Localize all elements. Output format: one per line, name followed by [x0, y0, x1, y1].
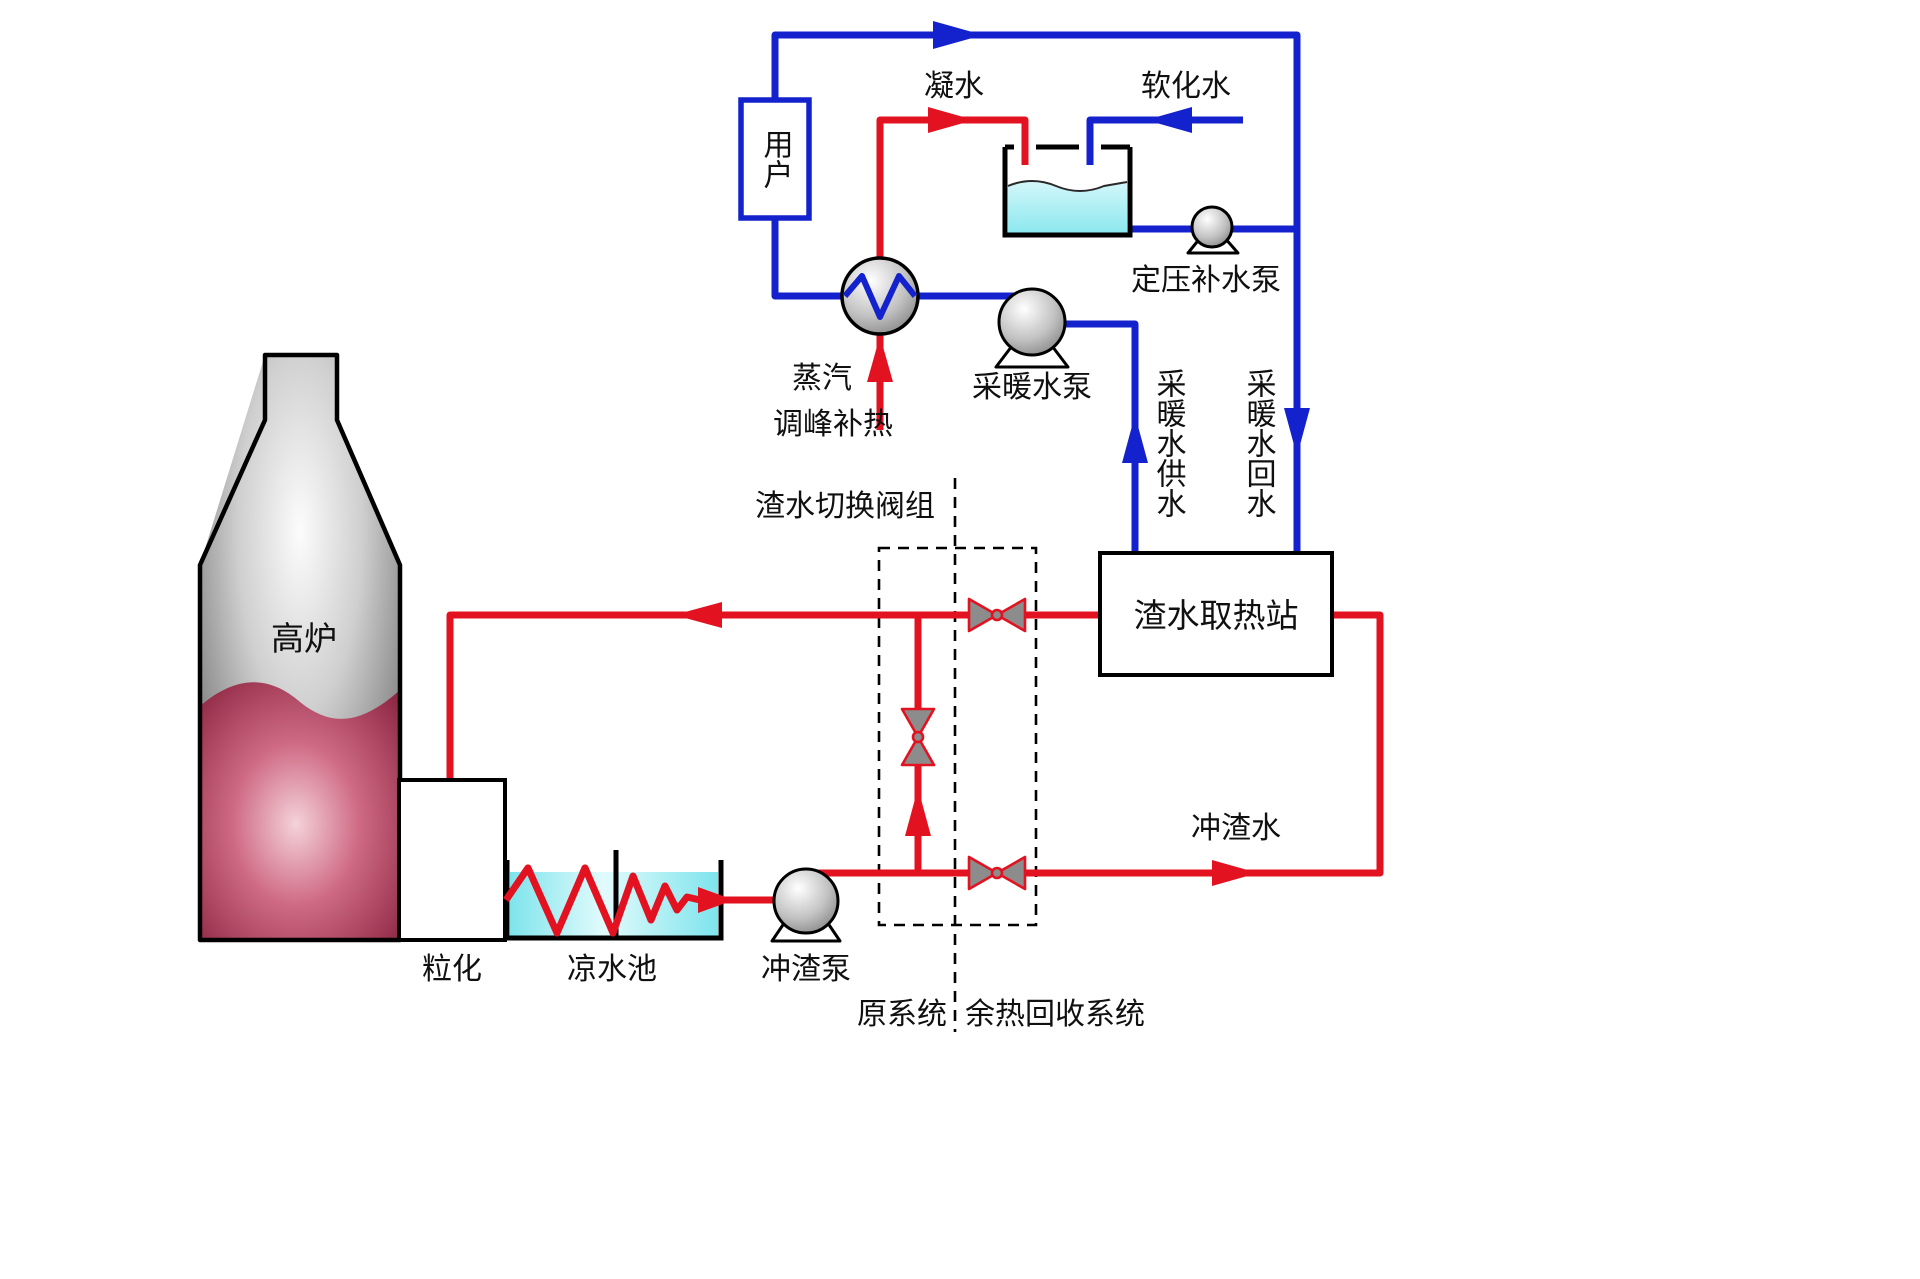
tank-walls — [1002, 144, 1133, 238]
heat-station-label: 渣水取热站 — [1134, 597, 1299, 634]
pipe-user-to-exchanger — [771, 216, 843, 300]
makeup-pump-label: 定压补水泵 — [1131, 264, 1281, 297]
valve-icon-bottom — [967, 855, 1027, 891]
pipe-user-return-loop — [771, 31, 1301, 555]
slag-pump-label: 冲渣泵 — [761, 953, 851, 986]
peak-heating-label: 调峰补热 — [773, 408, 893, 441]
heat-station-box — [1098, 551, 1334, 677]
valve-group: 渣水切换阀组 — [755, 490, 1027, 891]
granulation-box — [397, 778, 507, 942]
blast-furnace: 高炉 — [197, 352, 403, 943]
heat-exchanger-coil — [842, 273, 918, 320]
heat-station: 渣水取热站 — [1098, 551, 1334, 677]
valve-group-dashed-box — [877, 546, 1038, 927]
user-box-outline — [738, 97, 812, 221]
softened-water-label: 软化水 — [1141, 70, 1231, 103]
heating-return-label: 采暖水回水 — [1242, 368, 1276, 518]
arrow-condensate-right — [928, 107, 974, 133]
slag-pump-icon — [772, 867, 840, 935]
arrow-bypass-up — [905, 788, 931, 836]
makeup-pump-icon — [1190, 205, 1234, 249]
tank-water — [1008, 181, 1127, 233]
valve-icon-top — [967, 597, 1027, 633]
blast-furnace-label: 高炉 — [271, 620, 337, 657]
cooling-pool-label: 凉水池 — [567, 953, 657, 986]
recovery-system-label: 余热回收系统 — [965, 998, 1145, 1031]
cooling-pool: 凉水池 — [503, 850, 724, 986]
makeup-tank — [1002, 144, 1133, 238]
arrow-steam-up — [867, 336, 893, 382]
heating-supply-label: 采暖水供水 — [1152, 368, 1187, 518]
heating-pump: 采暖水泵 — [972, 287, 1092, 404]
arrow-return-top-right — [933, 21, 983, 49]
heat-exchanger — [840, 256, 920, 336]
granulation-unit: 粒化 — [397, 778, 507, 986]
condensate-label: 凝水 — [924, 70, 984, 103]
granulation-label: 粒化 — [422, 953, 482, 986]
pipe-slag-to-station — [815, 611, 1384, 877]
flow-arrows — [674, 21, 1310, 913]
heating-pump-label: 采暖水泵 — [972, 371, 1092, 404]
pipe-pump-to-station-supply — [1048, 320, 1139, 556]
arrow-slag-return-left — [674, 602, 722, 628]
tank-water-surface — [1007, 180, 1128, 192]
heat-exchanger-icon — [840, 256, 920, 336]
valve-group-label: 渣水切换阀组 — [755, 490, 935, 523]
arrow-slag-supply-right — [1212, 860, 1258, 886]
valve-icon-middle — [900, 707, 936, 767]
arrow-pool-flow-right — [698, 887, 734, 913]
user-label: 用户 — [759, 129, 794, 189]
steam-label: 蒸汽 — [792, 362, 852, 395]
makeup-pump: 定压补水泵 — [1131, 205, 1281, 297]
pipe-softened-water — [1086, 116, 1243, 165]
pool-zigzag-overlay — [503, 864, 701, 937]
user-box: 用户 — [738, 97, 812, 221]
original-system-label: 原系统 — [857, 998, 947, 1031]
arrow-heating-return-down — [1284, 408, 1310, 456]
slag-water-label: 冲渣水 — [1191, 812, 1281, 845]
labels: 凝水 软化水 蒸汽 调峰补热 采暖水供水 采暖水回水 冲渣水 原系统 余热回收系… — [773, 70, 1281, 1031]
heating-pump-icon — [997, 287, 1067, 357]
pipe-station-to-furnace — [446, 611, 1100, 784]
arrow-heating-supply-up — [1122, 415, 1148, 463]
arrow-softened-water-left — [1146, 107, 1192, 133]
slag-pump: 冲渣泵 — [761, 867, 851, 986]
blast-furnace-melt — [200, 682, 400, 940]
